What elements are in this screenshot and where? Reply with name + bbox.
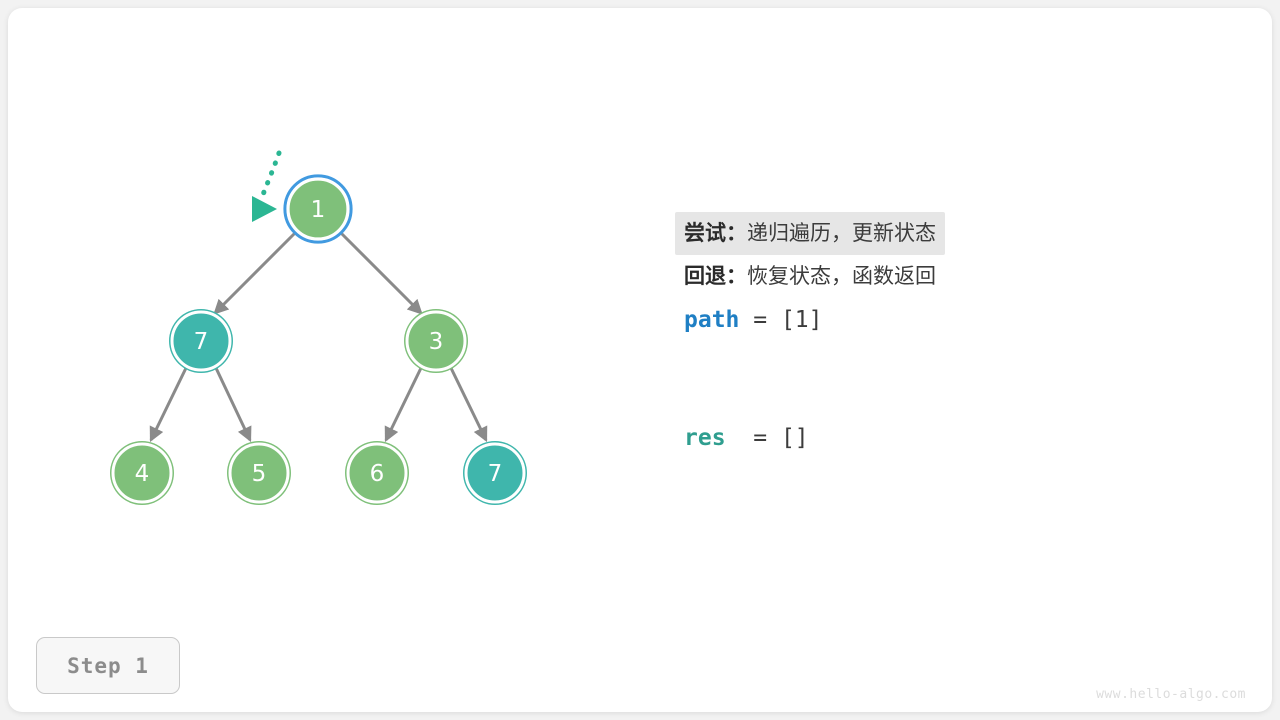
tree-node-5-label: 5 xyxy=(252,461,267,487)
tree-node-4-label: 4 xyxy=(135,461,150,487)
path-variable-name: path xyxy=(684,307,740,333)
tree-node-4[interactable]: 4 xyxy=(110,441,174,505)
tree-node-1[interactable]: 1 xyxy=(283,174,353,244)
back-label: 回退： xyxy=(684,264,747,288)
tree-node-7-right[interactable]: 7 xyxy=(463,441,527,505)
try-line: 尝试：递归遍历，更新状态 xyxy=(675,212,945,255)
tree-node-1-label: 1 xyxy=(311,197,326,223)
try-label: 尝试： xyxy=(684,221,747,245)
tree-nodes: 1 7 3 4 5 xyxy=(110,174,527,505)
back-line: 回退：恢复状态，函数返回 xyxy=(684,255,1224,298)
try-line-wrap: 尝试：递归遍历，更新状态 xyxy=(675,212,1224,255)
tree-node-3[interactable]: 3 xyxy=(404,309,468,373)
step-badge: Step 1 xyxy=(36,637,180,694)
tree-node-7-left-label: 7 xyxy=(194,329,209,355)
edge-3-to-6 xyxy=(384,367,423,443)
path-variable-line: path = [1] xyxy=(684,298,1224,342)
path-variable-value: [1] xyxy=(780,307,823,333)
tree-node-5[interactable]: 5 xyxy=(227,441,291,505)
state-panel: 尝试：递归遍历，更新状态 回退：恢复状态，函数返回 path = [1] res… xyxy=(675,212,1224,460)
edge-7L-to-5 xyxy=(214,367,252,443)
edge-7L-to-4 xyxy=(149,367,188,443)
tree-node-7-right-label: 7 xyxy=(488,461,503,487)
edge-1-to-7L xyxy=(213,229,299,315)
back-text: 恢复状态，函数返回 xyxy=(747,264,936,288)
res-equals-operator: = xyxy=(725,425,781,451)
edge-1-to-3 xyxy=(337,229,423,315)
try-text: 递归遍历，更新状态 xyxy=(747,221,936,245)
path-equals-operator: = xyxy=(739,307,781,333)
back-line-wrap: 回退：恢复状态，函数返回 xyxy=(684,255,1224,298)
panel-spacer xyxy=(684,342,1224,416)
res-variable-line: res = [] xyxy=(684,416,1224,460)
res-variable-name: res xyxy=(684,425,726,451)
tree-node-6[interactable]: 6 xyxy=(345,441,409,505)
site-watermark: www.hello-algo.com xyxy=(1096,687,1246,702)
res-variable-value: [] xyxy=(780,425,809,451)
tree-node-3-label: 3 xyxy=(429,329,444,355)
recursion-pointer-icon xyxy=(252,150,282,222)
tree-node-7-left[interactable]: 7 xyxy=(169,309,233,373)
edge-3-to-7R xyxy=(449,367,488,443)
step-badge-label: Step 1 xyxy=(67,653,149,678)
tree-edges xyxy=(149,229,488,443)
tree-node-6-label: 6 xyxy=(370,461,385,487)
